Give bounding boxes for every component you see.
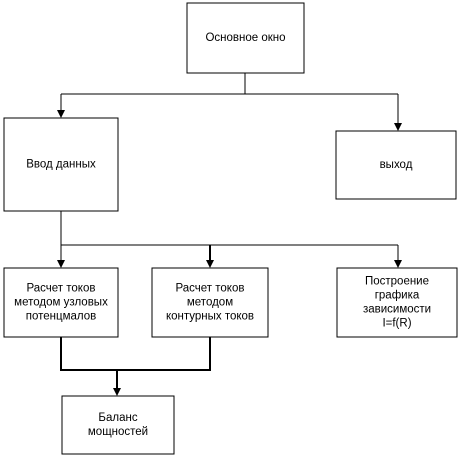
loop-currents-line: методом — [187, 297, 233, 309]
loop-currents-line: контурных токов — [166, 311, 254, 323]
exit-line: выход — [380, 159, 413, 171]
box-main-window-frame — [186, 2, 305, 74]
box-nodal-potentials-text: Расчет токов методом узловых потенцмалов — [14, 283, 108, 323]
dependency-plot-line: зависимости — [363, 304, 431, 316]
box-main-window-text: Основное окно — [205, 32, 285, 44]
power-balance-line: мощностей — [88, 426, 148, 438]
dependency-plot-line: I=f(R) — [382, 318, 411, 330]
dependency-plot-line: графика — [375, 290, 420, 302]
power-balance-line: Баланс — [98, 412, 137, 424]
box-dependency-plot-frame — [336, 267, 458, 338]
box-loop-currents-frame — [151, 267, 269, 338]
box-data-input: Ввод данных — [3, 117, 119, 212]
box-nodal-potentials: Расчет токов методом узловых потенцмалов — [3, 267, 119, 338]
data-input-line: Ввод данных — [26, 159, 96, 171]
box-data-input-frame — [3, 117, 119, 212]
dependency-plot-line: Построение — [365, 276, 429, 288]
loop-currents-line: Расчет токов — [176, 283, 245, 295]
box-data-input-text: Ввод данных — [26, 159, 96, 171]
main-window-line: Основное окно — [205, 32, 285, 44]
box-exit: выход — [335, 130, 457, 200]
connector-merge — [60, 337, 211, 371]
box-power-balance-frame — [61, 395, 175, 455]
nodal-potentials-line: потенцмалов — [26, 311, 97, 323]
nodal-potentials-line: методом узловых — [14, 297, 108, 309]
box-nodal-potentials-frame — [3, 267, 119, 338]
box-exit-frame — [335, 130, 457, 200]
nodal-potentials-line: Расчет токов — [27, 283, 96, 295]
box-exit-text: выход — [380, 159, 413, 171]
box-power-balance-text: Баланс мощностей — [88, 412, 148, 438]
box-loop-currents: Расчет токов методом контурных токов — [151, 267, 269, 338]
box-main-window: Основное окно — [186, 2, 305, 74]
box-loop-currents-text: Расчет токов методом контурных токов — [166, 283, 254, 323]
box-power-balance: Баланс мощностей — [61, 395, 175, 455]
connectors — [57, 73, 402, 396]
